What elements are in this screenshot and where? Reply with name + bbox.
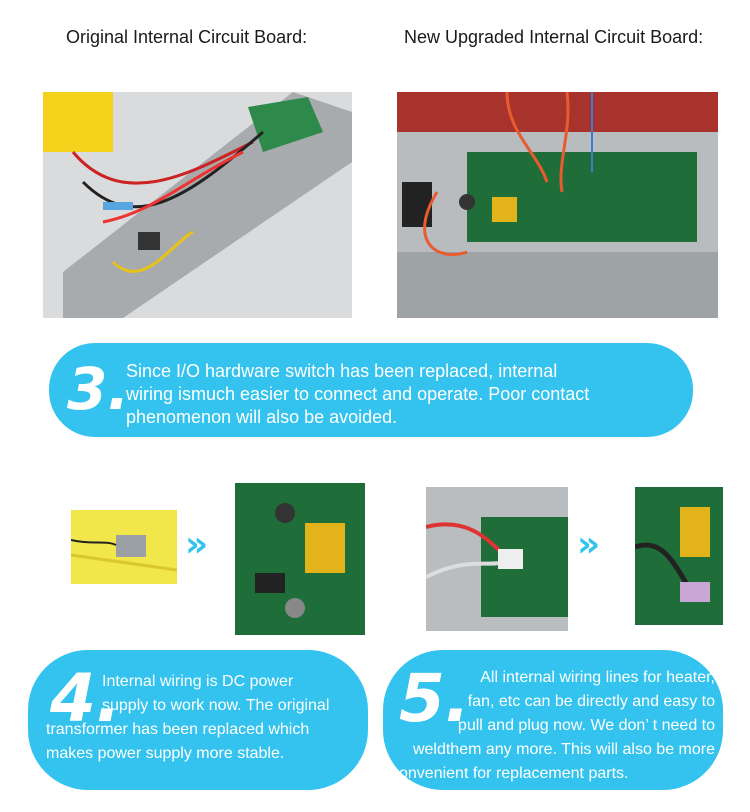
feature-4-line-2: supply to work now. The original: [102, 697, 330, 714]
feature-number-5: 5.: [399, 660, 470, 737]
feature-4-line-3: transformer has been replaced which: [46, 721, 310, 738]
arrow-right-icon: »: [577, 524, 600, 565]
feature-banner-5: 5. All internal wiring lines for heater,…: [383, 650, 723, 790]
feature-5-line-1: All internal wiring lines for heater,: [480, 669, 715, 686]
feature-3-line-3: phenomenon will also be avoided.: [126, 407, 398, 427]
feature-4-line-1: Internal wiring is DC power: [102, 673, 294, 690]
feature-5-line-4: weldthem any more. This will also be mor…: [412, 741, 715, 758]
upgraded-board-heading: New Upgraded Internal Circuit Board:: [404, 27, 704, 47]
feature-number-4: 4.: [50, 660, 121, 737]
feature-text-3: Since I/O hardware switch has been repla…: [126, 360, 589, 429]
original-board-heading: Original Internal Circuit Board:: [66, 27, 308, 47]
feature-3-line-1: Since I/O hardware switch has been repla…: [126, 361, 558, 381]
old-transformer-photo: [71, 510, 177, 584]
feature-text-4: Internal wiring is DC power supply to wo…: [28, 670, 368, 766]
original-board-photo: [43, 92, 352, 318]
upgraded-board-photo: [397, 92, 718, 318]
feature-banner-3: 3. Since I/O hardware switch has been re…: [49, 343, 693, 437]
new-connector-photo: [635, 487, 723, 625]
feature-3-line-2: wiring ismuch easier to connect and oper…: [126, 384, 590, 404]
feature-5-line-2: fan, etc can be directly and easy to: [467, 693, 715, 710]
old-connector-photo: [426, 487, 568, 631]
feature-text-5: All internal wiring lines for heater, fa…: [413, 666, 715, 762]
feature-4-line-4: makes power supply more stable.: [46, 745, 285, 762]
feature-5-line-3: pull and plug now. We don’ t need to: [457, 717, 715, 734]
feature-banner-4: 4. Internal wiring is DC power supply to…: [28, 650, 368, 790]
arrow-left-icon: »: [185, 524, 208, 565]
feature-5-line-5: convenient for replacement parts.: [391, 765, 629, 782]
feature-number-3: 3.: [67, 355, 130, 423]
new-transformer-photo: [235, 483, 365, 635]
